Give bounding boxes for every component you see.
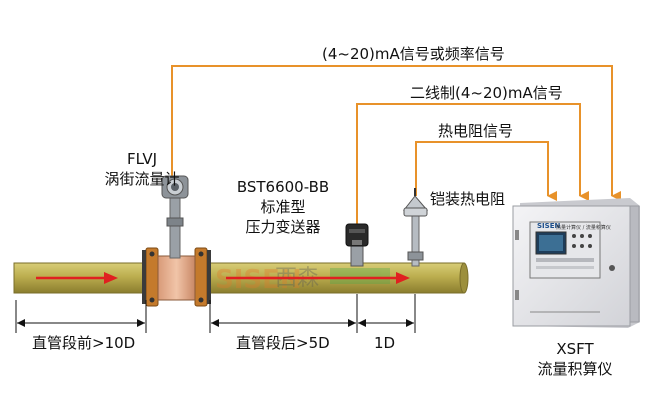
transmitter-type-label: 标准型: [260, 198, 306, 216]
signal-label-top: (4~20)mA信号或频率信号: [322, 45, 505, 63]
panel-title: 热量计算仪 / 流量积算仪: [556, 225, 611, 231]
svg-text:SISEN: SISEN: [215, 265, 302, 295]
flow-computer-cabinet: [512, 198, 640, 328]
rtd-label: 铠装热电阻: [430, 190, 506, 208]
pressure-transmitter: [345, 223, 369, 267]
dimension-upstream-label: 直管段前>10D: [32, 334, 136, 352]
panel-brand: SISEN: [537, 222, 561, 230]
signal-label-middle: 二线制(4~20)mA信号: [410, 84, 563, 102]
signal-label-bottom: 热电阻信号: [438, 122, 514, 140]
dimension-downstream: [209, 294, 358, 333]
dimension-gap-label: 1D: [374, 334, 396, 352]
signal-line-rtd: [415, 141, 557, 201]
flow-arrow-upstream: [36, 272, 118, 284]
dimension-downstream-label: 直管段后>5D: [236, 334, 330, 352]
dimension-sensor-gap: [358, 294, 416, 333]
signal-line-flowmeter: [171, 65, 621, 201]
armored-rtd: [402, 188, 429, 267]
transmitter-model-label: BST6600-BB: [236, 178, 330, 196]
flow-arrow-downstream: [226, 272, 410, 284]
dimension-upstream: [15, 300, 147, 333]
vortex-flowmeter: [142, 175, 211, 307]
computer-model-label: XSFT: [556, 340, 594, 358]
flowmeter-model-label: FLVJ: [126, 150, 158, 168]
flowmeter-name-label: 涡街流量计: [104, 170, 180, 188]
transmitter-name-label: 压力变送器: [245, 218, 321, 236]
signal-line-transmitter: [356, 103, 589, 228]
computer-name-label: 流量积算仪: [537, 360, 613, 378]
